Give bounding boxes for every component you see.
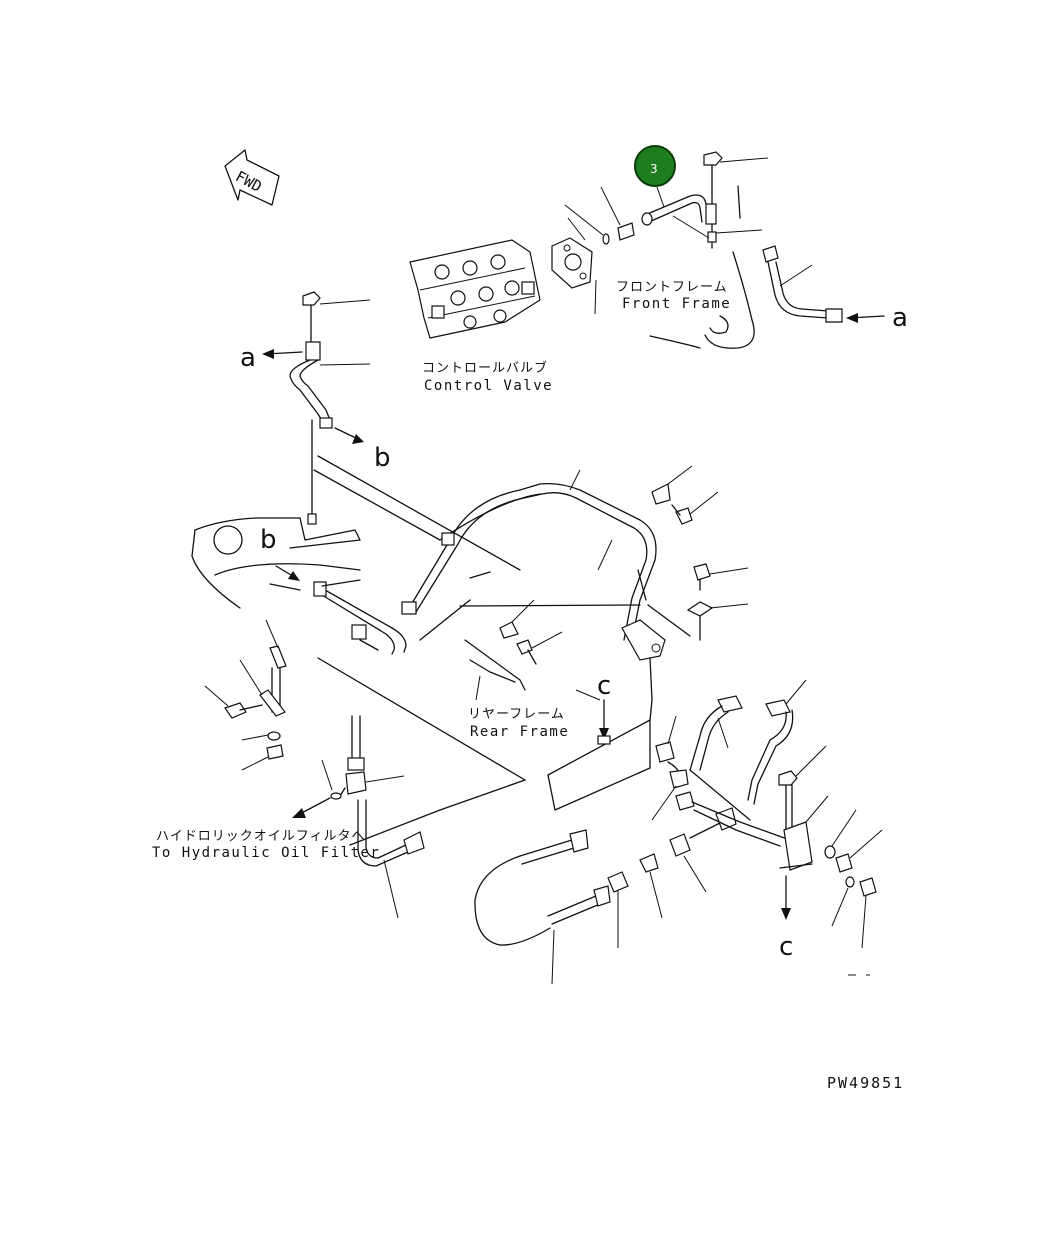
rear-u-tube [401, 469, 666, 661]
bottom-hose-loop [474, 807, 737, 985]
connector-a-left: a [240, 343, 256, 373]
right-bracket-assembly: c [778, 745, 883, 976]
hydraulic-filter-line [292, 715, 425, 919]
front-bolt [672, 151, 769, 249]
front-frame-label-jp: フロントフレーム [616, 280, 728, 295]
left-elbow-pipe [313, 579, 407, 655]
control-valve-label-en: Control Valve [424, 378, 553, 394]
left-clamp-bracket [204, 619, 287, 771]
fwd-arrow-icon: FWD [224, 149, 280, 206]
front-frame-outline [649, 185, 755, 349]
upper-right-hardware [651, 465, 749, 641]
connector-b-lower: b [260, 525, 277, 555]
hydraulic-filter-label-en: To Hydraulic Oil Filter [152, 845, 380, 861]
front-tube [641, 186, 710, 226]
rear-frame-label-en: Rear Frame [470, 724, 569, 740]
left-upper-assembly: a b [240, 291, 391, 525]
item-badge-number: 3 [650, 162, 658, 176]
connector-c-lower: c [779, 932, 793, 962]
right-hose: a [762, 245, 908, 333]
hydraulic-filter-label-jp: ハイドロリックオイルフィルタへ [156, 829, 365, 844]
right-elbow-fittings [651, 679, 807, 847]
control-valve-label-jp: コントロールバルブ [422, 360, 548, 376]
middle-clip [464, 599, 563, 701]
connector-a-right: a [892, 303, 908, 333]
rear-frame-label-jp: リヤーフレーム [468, 707, 565, 722]
connector-c-upper: c [597, 671, 611, 701]
fwd-label: FWD [232, 167, 264, 196]
front-frame-label-en: Front Frame [622, 296, 731, 312]
connector-c-upper-group: c [597, 671, 611, 745]
control-valve-adapter [551, 186, 635, 315]
connector-b-upper: b [374, 443, 391, 473]
rear-frame-outline [313, 455, 691, 846]
control-valve-body [409, 239, 541, 339]
rear-frame-left-plate: b [191, 517, 361, 609]
drawing-number: PW49851 [827, 1074, 904, 1092]
item-badge-3[interactable]: 3 [634, 145, 676, 187]
